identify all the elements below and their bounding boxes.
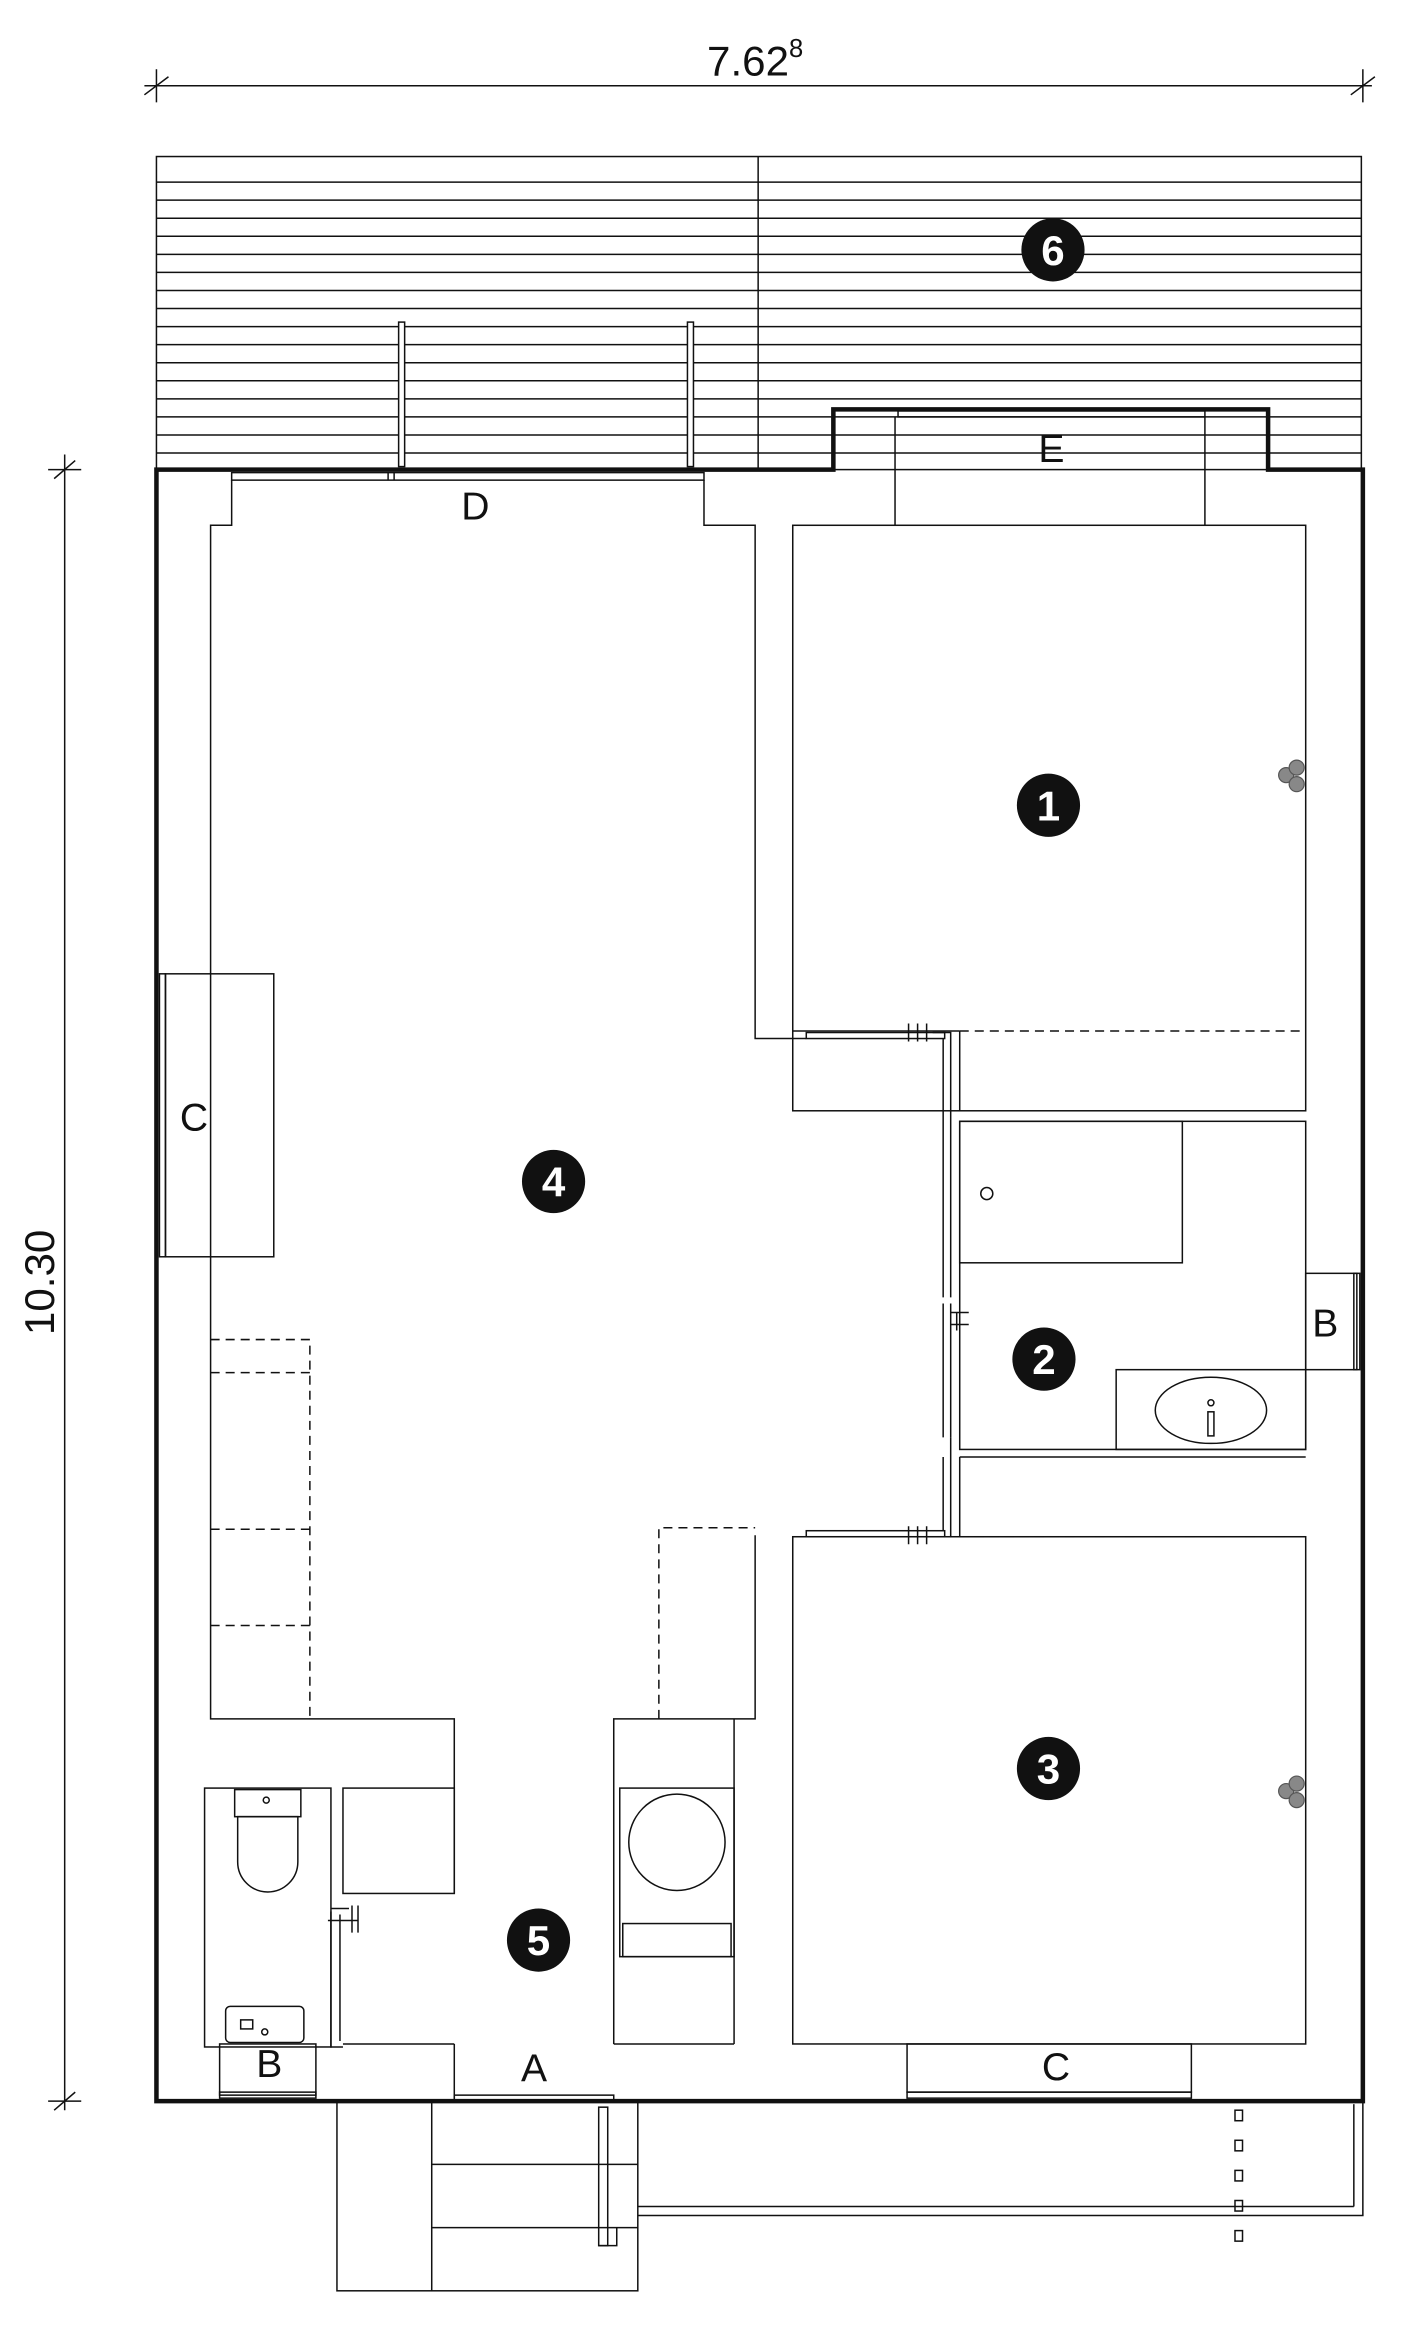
height-dimension-line — [48, 454, 82, 2111]
washer-machine — [619, 1787, 735, 1958]
room-marker-1: 1 — [1016, 773, 1081, 837]
label-d: D — [461, 485, 489, 528]
door-frame-bedroom-3 — [805, 1529, 946, 1538]
label-c-left: C — [180, 1096, 208, 1139]
svg-text:3: 3 — [1037, 1746, 1060, 1793]
side-porch — [637, 2101, 1364, 2242]
living-room-outline — [209, 480, 807, 2044]
svg-text:6: 6 — [1041, 227, 1064, 274]
wc-basin — [224, 2005, 305, 2044]
washer-drum-icon — [628, 1793, 726, 1892]
vanity-counter — [1115, 1368, 1307, 1451]
label-c-bottom: C — [1042, 2046, 1070, 2089]
height-dimension-label: 10.30 — [16, 1230, 63, 1335]
bathroom-2 — [942, 1120, 1361, 1451]
room-marker-5: 5 — [506, 1908, 571, 1972]
window-d — [230, 471, 705, 481]
washbasin-icon — [1154, 1376, 1268, 1445]
shower-drain-icon — [980, 1186, 994, 1201]
svg-text:2: 2 — [1032, 1336, 1055, 1383]
deck-slats — [156, 181, 1362, 454]
width-dimension-label: 7.628 — [707, 35, 803, 84]
toilet-bowl-icon — [236, 1815, 299, 1893]
railing-post-left — [397, 321, 406, 468]
closet — [342, 1787, 456, 1895]
width-dimension-line — [143, 69, 1376, 103]
wc-room — [203, 1787, 332, 2048]
window-e — [894, 410, 1206, 526]
kitchen-counter — [210, 1338, 756, 1719]
label-e: E — [1038, 428, 1064, 471]
door-frame-bedroom-1 — [805, 1031, 946, 1040]
entry-area — [203, 1718, 735, 2102]
svg-text:4: 4 — [542, 1159, 566, 1206]
handrail — [597, 2106, 609, 2247]
label-a: A — [521, 2048, 548, 2091]
entry-steps — [336, 2100, 639, 2292]
svg-text:5: 5 — [527, 1917, 550, 1964]
bedroom-1 — [791, 524, 1307, 1298]
deck-area — [155, 155, 1363, 471]
room-marker-4: 4 — [521, 1149, 586, 1214]
room-marker-6: 6 — [1021, 218, 1085, 282]
svg-text:1: 1 — [1037, 782, 1060, 829]
shower-tray — [958, 1120, 1184, 1264]
width-dimension-superscript: 8 — [789, 35, 803, 63]
window-c-left — [158, 973, 275, 1258]
light-fixture-bedroom-1 — [1278, 759, 1305, 793]
label-b-bottom: B — [256, 2043, 282, 2086]
room-marker-3: 3 — [1016, 1736, 1081, 1801]
railing-post-right — [686, 321, 695, 468]
bedroom-3 — [791, 1437, 1307, 2099]
window-b-right — [1304, 1272, 1358, 1371]
light-fixture-bedroom-3 — [1278, 1775, 1305, 1809]
label-b-right: B — [1312, 1303, 1338, 1346]
window-b-bottom — [218, 2043, 317, 2096]
room-marker-2: 2 — [1012, 1327, 1076, 1391]
